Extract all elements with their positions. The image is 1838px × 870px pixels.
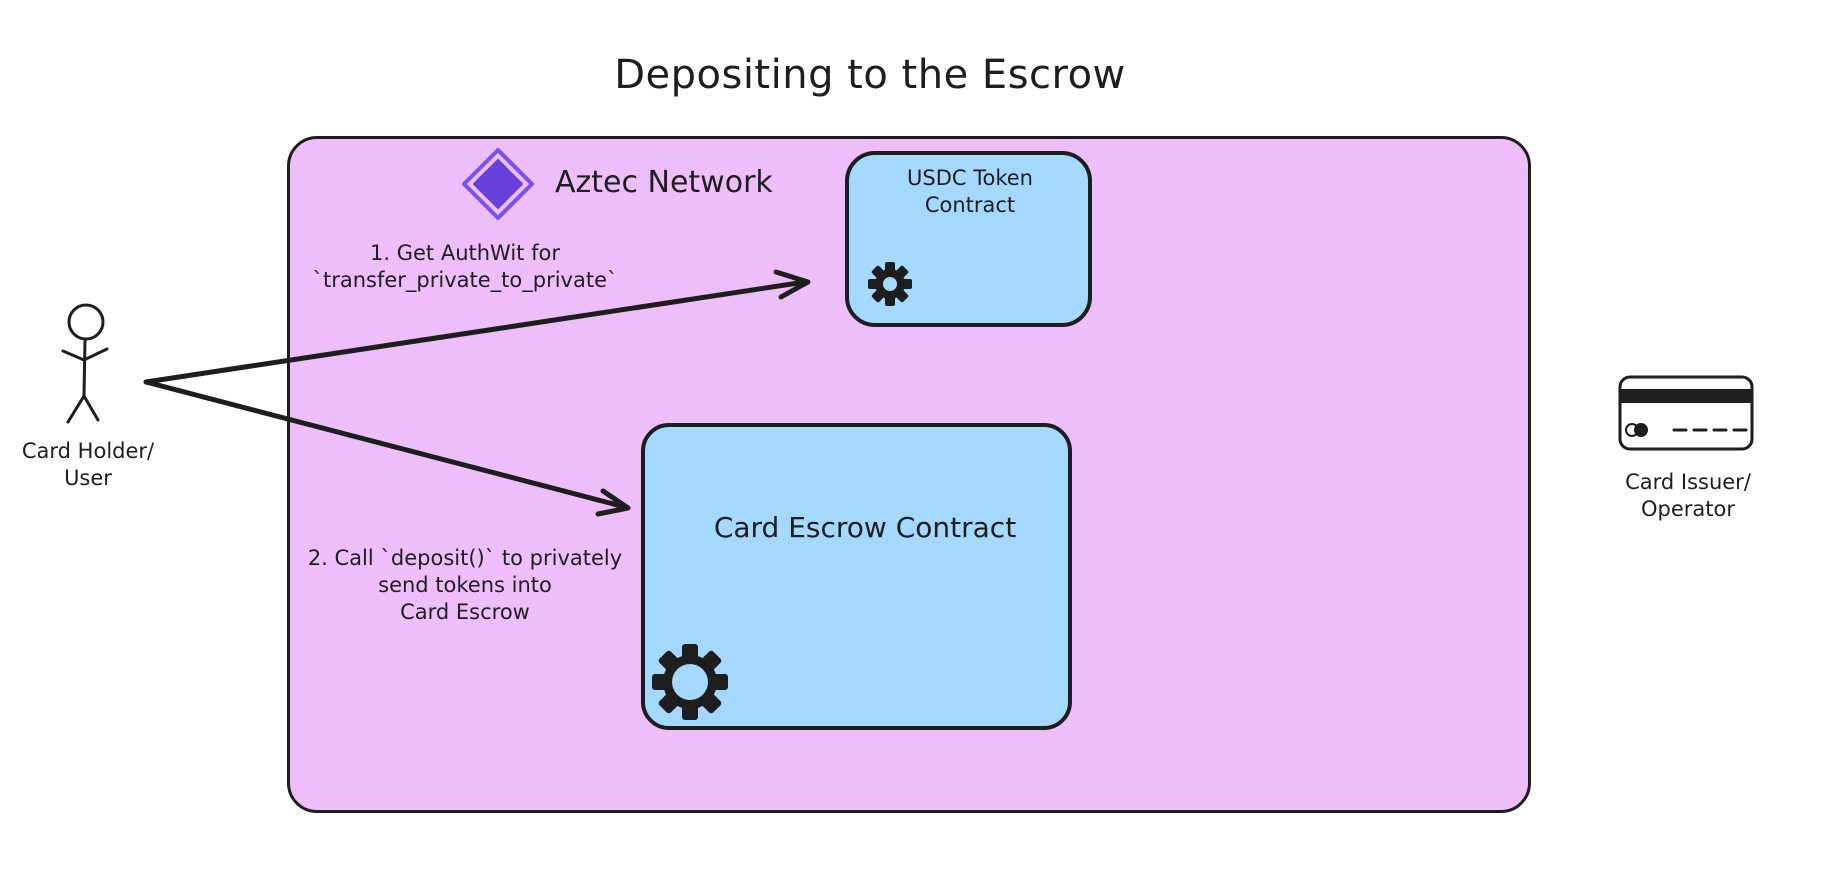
arrow-to-escrow-contract bbox=[143, 379, 631, 517]
usdc-contract-label: USDC Token Contract bbox=[907, 166, 1033, 217]
stick-figure-icon bbox=[61, 303, 109, 424]
diagram-title: Depositing to the Escrow bbox=[614, 52, 1126, 98]
network-label: Aztec Network bbox=[555, 165, 773, 200]
step-1-label: 1. Get AuthWit for `transfer_private_to_… bbox=[312, 241, 618, 292]
arrow-to-usdc-contract bbox=[143, 269, 811, 385]
user-label: Card Holder/ User bbox=[21, 439, 155, 490]
aztec-logo-icon bbox=[462, 148, 534, 220]
escrow-contract-label: Card Escrow Contract bbox=[713, 511, 1017, 544]
gear-icon bbox=[652, 644, 728, 720]
step-2-label: 2. Call `deposit()` to privately send to… bbox=[307, 546, 623, 624]
issuer-label: Card Issuer/ Operator bbox=[1625, 470, 1751, 521]
credit-card-icon bbox=[1618, 375, 1754, 451]
gear-icon bbox=[868, 262, 912, 306]
